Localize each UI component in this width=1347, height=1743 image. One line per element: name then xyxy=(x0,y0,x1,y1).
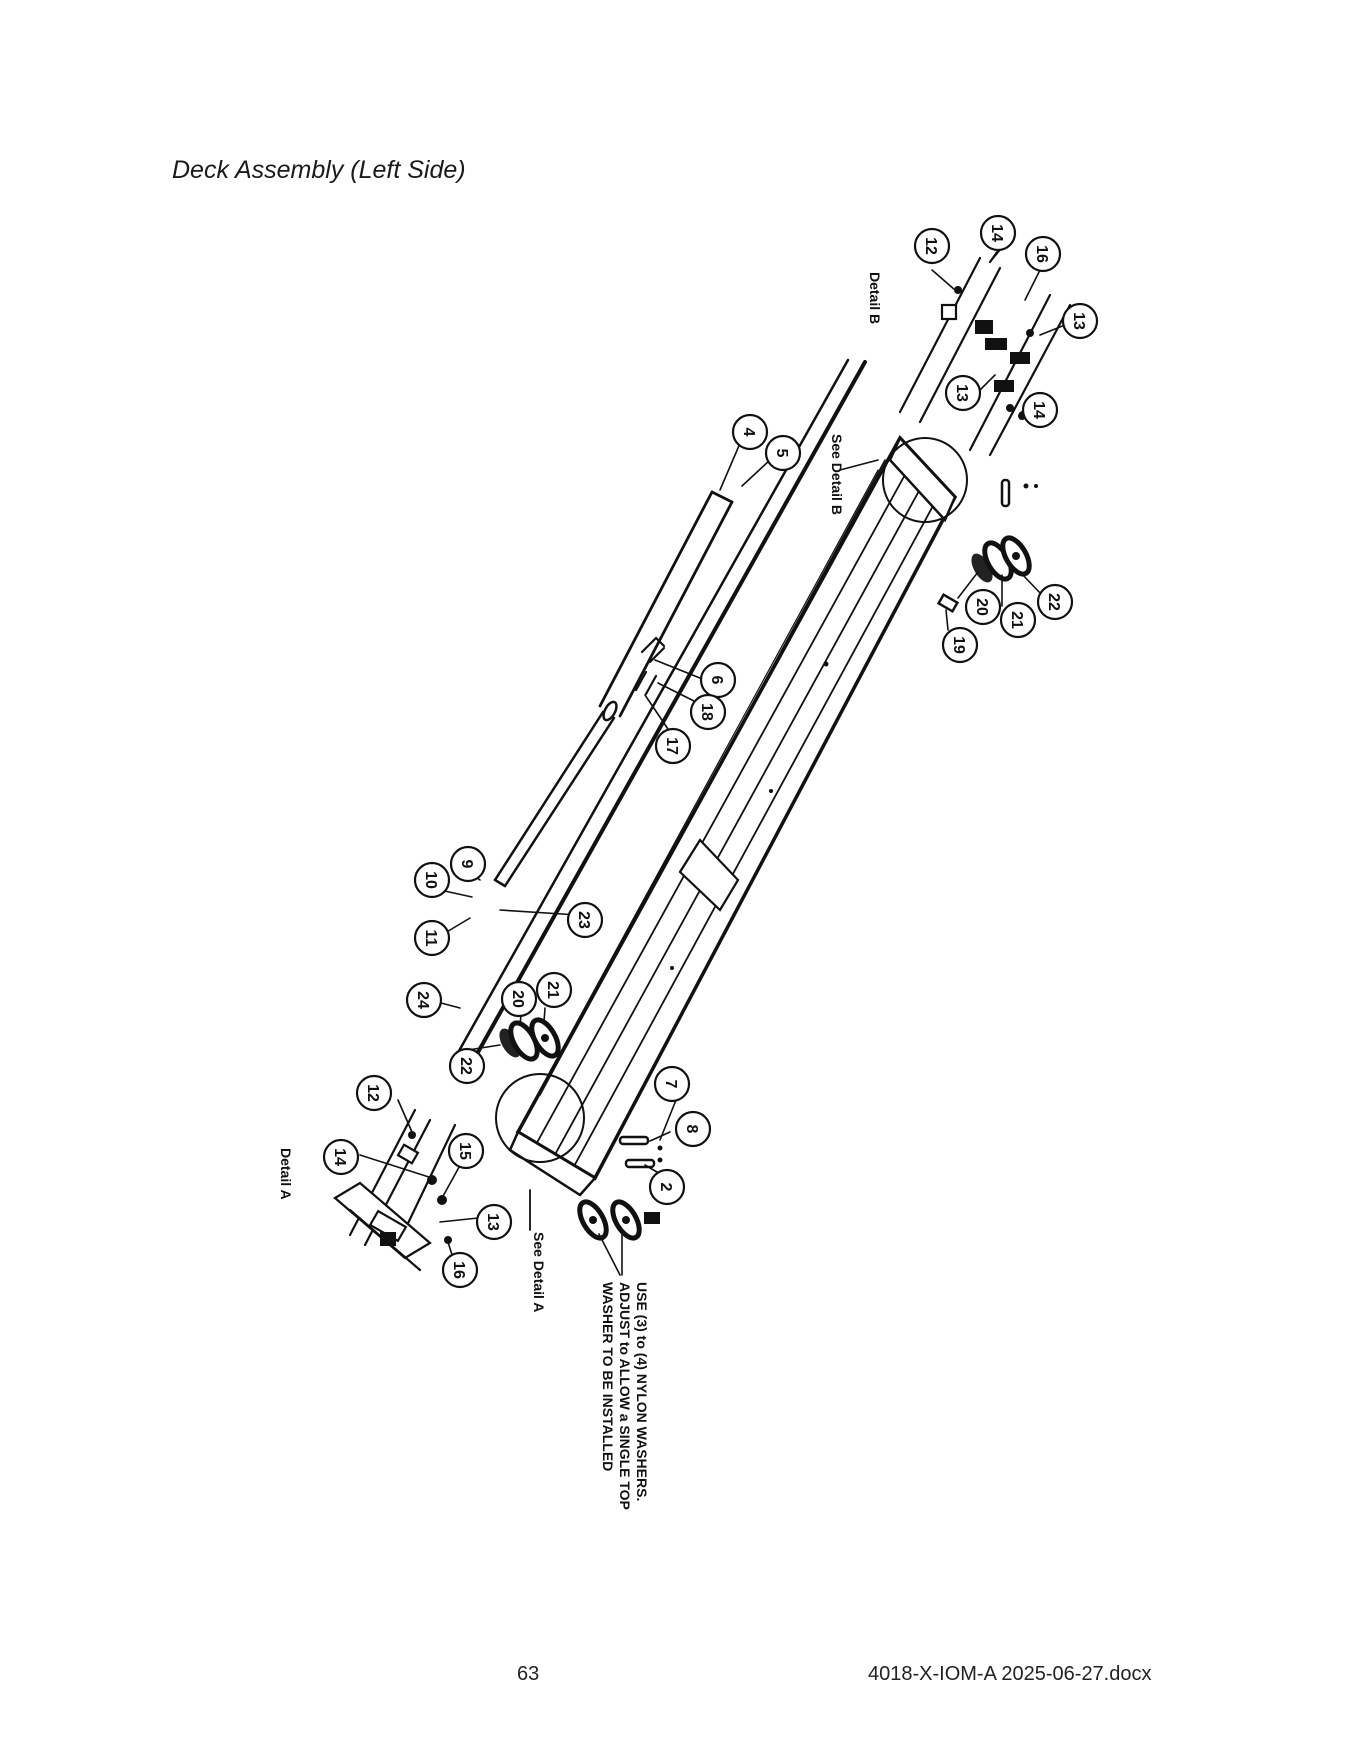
callout-5: 5 xyxy=(764,434,802,472)
callout-label: 21 xyxy=(1008,611,1025,629)
callout-label: 23 xyxy=(575,911,592,929)
wheel-assembly-left xyxy=(499,1017,561,1062)
callout-16: 16 xyxy=(1024,235,1062,273)
callout-label: 16 xyxy=(450,1261,467,1279)
callout-label: 14 xyxy=(1030,401,1047,419)
callout-label: 5 xyxy=(773,449,790,458)
callout-21: 21 xyxy=(999,601,1037,639)
callout-15: 15 xyxy=(447,1132,485,1170)
callout-13: 13 xyxy=(944,374,982,412)
callout-14: 14 xyxy=(979,214,1017,252)
callout-9: 9 xyxy=(449,845,487,883)
clevis-bracket xyxy=(634,636,666,696)
long-rods xyxy=(453,358,867,1072)
callout-label: 14 xyxy=(331,1148,348,1166)
callout-balloons: 12 14 16 13 13 14 4 5 6 18 17 20 21 22 1… xyxy=(322,214,1099,1289)
callout-label: 4 xyxy=(740,428,757,437)
callout-4: 4 xyxy=(731,413,769,451)
callout-11: 11 xyxy=(413,919,451,957)
footer-file-name: 4018-X-IOM-A 2025-06-27.docx xyxy=(868,1663,1152,1685)
callout-12: 12 xyxy=(355,1074,393,1112)
callout-label: 19 xyxy=(950,636,967,654)
callout-14: 14 xyxy=(1021,391,1059,429)
callout-13: 13 xyxy=(1061,302,1099,340)
callout-20: 20 xyxy=(964,588,1002,626)
callout-13: 13 xyxy=(475,1203,513,1241)
callout-label: 8 xyxy=(683,1125,700,1134)
callout-7: 7 xyxy=(653,1065,691,1103)
callout-label: 12 xyxy=(364,1084,381,1102)
callout-12: 12 xyxy=(913,227,951,265)
callout-24: 24 xyxy=(405,981,443,1019)
detail-b-label: Detail B xyxy=(867,272,883,324)
callout-label: 24 xyxy=(414,991,431,1009)
see-detail-a-label: See Detail A xyxy=(531,1232,547,1312)
callout-label: 9 xyxy=(458,860,475,869)
callout-label: 6 xyxy=(708,676,725,685)
deck-frame xyxy=(508,435,958,1197)
wheel-assembly-bottom xyxy=(577,1199,660,1276)
callout-label: 13 xyxy=(1070,312,1087,330)
callout-22: 22 xyxy=(1036,583,1074,621)
callout-22: 22 xyxy=(448,1047,486,1085)
actuator-cylinder xyxy=(493,490,734,888)
callout-14: 14 xyxy=(322,1138,360,1176)
callout-19: 19 xyxy=(941,626,979,664)
callout-label: 13 xyxy=(484,1213,501,1231)
callout-21: 21 xyxy=(535,971,573,1009)
callout-label: 22 xyxy=(457,1057,474,1075)
callout-2: 2 xyxy=(648,1168,686,1206)
callout-label: 14 xyxy=(988,224,1005,242)
wheel-assembly-right xyxy=(936,478,1038,614)
callout-23: 23 xyxy=(566,901,604,939)
callout-label: 20 xyxy=(973,598,990,616)
page-title: Deck Assembly (Left Side) xyxy=(172,156,466,184)
detail-b-drawing xyxy=(898,246,1072,457)
callout-18: 18 xyxy=(689,693,727,731)
callout-label: 11 xyxy=(422,930,439,947)
callout-6: 6 xyxy=(699,661,737,699)
callout-label: 2 xyxy=(657,1183,674,1192)
page-number: 63 xyxy=(517,1663,540,1685)
callout-label: 22 xyxy=(1045,593,1062,611)
callout-17: 17 xyxy=(654,727,692,765)
callout-label: 13 xyxy=(953,384,970,402)
see-detail-b-label: See Detail B xyxy=(829,434,845,515)
drawing-labels: Detail B See Detail B Detail A See Detai… xyxy=(278,272,883,1510)
detail-a-label: Detail A xyxy=(278,1148,294,1200)
callout-20: 20 xyxy=(500,980,538,1018)
callout-label: 15 xyxy=(456,1142,473,1160)
note-line-3: WASHER TO BE INSTALLED xyxy=(600,1282,616,1471)
callout-label: 17 xyxy=(663,737,680,755)
callout-label: 16 xyxy=(1033,245,1050,263)
note-line-1: USE (3) to (4) NYLON WASHERS. xyxy=(634,1282,650,1501)
callout-label: 12 xyxy=(922,237,939,255)
detail-circles xyxy=(495,437,968,1163)
pins-group xyxy=(618,1135,663,1169)
callout-10: 10 xyxy=(413,861,451,899)
detail-a-drawing xyxy=(333,1108,457,1272)
callout-label: 18 xyxy=(698,703,715,721)
callout-8: 8 xyxy=(674,1110,712,1148)
callout-16: 16 xyxy=(441,1251,479,1289)
callout-label: 21 xyxy=(544,981,561,999)
callout-label: 20 xyxy=(509,990,526,1008)
note-line-2: ADJUST to ALLOW a SINGLE TOP xyxy=(617,1282,633,1510)
callout-label: 10 xyxy=(422,871,439,889)
callout-label: 7 xyxy=(662,1080,679,1089)
